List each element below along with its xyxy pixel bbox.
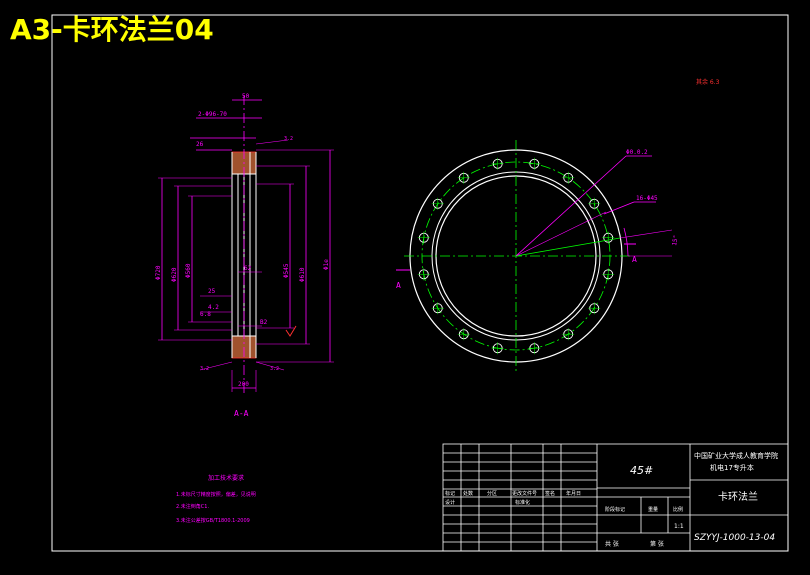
row-label-5: 签名: [545, 490, 555, 497]
weight-label: 重量: [648, 506, 658, 513]
dim-4x2: 4.2: [208, 304, 219, 311]
sheet-no: 第 张: [650, 540, 664, 548]
dim-25: 25: [208, 288, 216, 295]
drawing-title: A3-卡环法兰04: [10, 13, 214, 46]
dim-dia-5: Φ610: [299, 267, 306, 282]
scale-value: 1:1: [674, 523, 684, 530]
dim-holes-note: 2-Φ96-70: [198, 111, 227, 118]
title-block-text: 45# 中国矿业大学成人教育学院 机电17专升本 卡环法兰 SZYYJ-1000…: [445, 451, 778, 548]
bolt-holes: [417, 157, 615, 355]
dim-62: 62: [244, 265, 252, 272]
section-mark-right: A: [632, 255, 637, 264]
dim-dia-4: Φ545: [283, 263, 290, 278]
section-view: 50 2-Φ96-70 26 Φ720 Φ620 Φ560 Φ545 Φ610 …: [155, 93, 334, 418]
row-label-4: 更改文件号: [512, 490, 537, 497]
dim-dia-2: Φ620: [171, 267, 178, 282]
roughness-bottom-left: 3.2: [200, 366, 209, 372]
stage-label: 阶段标记: [605, 506, 625, 513]
row-label-6: 年月日: [566, 490, 581, 497]
bolt-circle-label: Φ0.0.2: [626, 149, 648, 156]
angle-label: 15°: [671, 234, 680, 246]
sheet-total: 共 张: [605, 540, 619, 548]
dim-dia-outer: Φ720: [155, 265, 162, 280]
material: 45#: [630, 464, 653, 477]
tech-item-2: 2.未注倒角C1.: [176, 503, 209, 510]
standardize-label: 标准化: [515, 499, 530, 506]
tech-item-3: 3.未注公差按GB/T1800.1-2009: [176, 517, 250, 524]
dim-b2: B2: [260, 319, 268, 326]
drawing-frame: [51, 14, 789, 552]
drawing-number: SZYYJ-1000-13-04: [694, 533, 775, 543]
row-label-3: 分区: [487, 490, 497, 497]
tech-item-1: 1.未标尺寸精度按照，偏差，见说明: [176, 491, 256, 498]
title-block: [442, 443, 789, 552]
section-mark-left: A: [396, 281, 401, 290]
dim-top-width: 50: [242, 93, 250, 100]
dim-6: 6.8: [200, 311, 211, 318]
roughness-bottom-right: 3.2: [270, 366, 279, 372]
row-label-2: 处数: [463, 490, 473, 497]
institution-line-1: 中国矿业大学成人教育学院: [694, 451, 778, 460]
roughness-top: 3.2: [284, 136, 293, 142]
dim-bottom: 200: [238, 381, 249, 388]
institution-line-2: 机电17专升本: [710, 463, 754, 472]
hole-label: 16-Φ45: [636, 195, 658, 202]
section-label: A-A: [234, 409, 249, 418]
part-name: 卡环法兰: [718, 490, 758, 503]
row-label-1: 标记: [445, 490, 455, 497]
scale-label: 比例: [673, 506, 683, 513]
dim-dia-3: Φ560: [185, 263, 192, 278]
roughness-note: 其余 6.3: [696, 78, 720, 86]
designer-label: 设计: [445, 499, 455, 506]
tech-requirements: 加工技术要求 1.未标尺寸精度按照，偏差，见说明 2.未注倒角C1. 3.未注公…: [176, 474, 256, 524]
roughness-symbol: [285, 325, 297, 337]
tech-heading: 加工技术要求: [208, 474, 244, 482]
dim-dia-6: Φ1e: [323, 259, 330, 270]
front-view: Φ0.0.2 16-Φ45 15° A A: [396, 140, 680, 372]
dim-d-top: 26: [196, 141, 204, 148]
